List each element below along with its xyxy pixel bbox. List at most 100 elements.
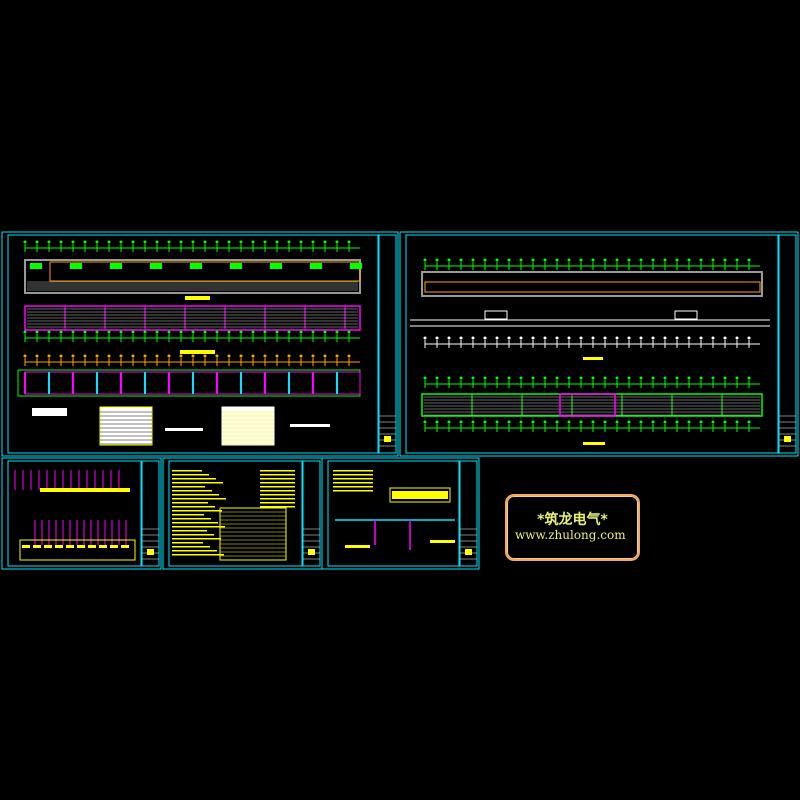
sheet1-room-fill [270,263,282,269]
sheet1-top-axis-bubble [215,240,219,244]
sheet1-axis-c-axis-bubble [299,354,303,358]
sheet1-axis-c-axis-bubble [251,354,255,358]
sheet2-dims-axis-bubble [711,336,715,340]
sheet4-text-line [172,542,203,544]
sheet2-axis-c-axis-bubble [639,420,643,424]
sheet2-dims-axis-bubble [663,336,667,340]
sheet1-top-axis-bubble [311,240,315,244]
sheet2-top-axis-bubble [531,258,535,262]
sheet2-title-block [778,234,797,454]
sheet2-dims-axis-bubble [435,336,439,340]
sheet1-axis-c-axis-bubble [191,354,195,358]
sheet1-axis-c-axis-bubble [107,354,111,358]
sheet1-axis-c-axis-bubble [35,354,39,358]
sheet5-title-block [459,460,478,567]
sheet2-axis-b-axis-bubble [615,376,619,380]
sheet2-dims-axis-bubble [423,336,427,340]
sheet3-cell [44,545,52,548]
sheet1-axis-c-axis-bubble [71,354,75,358]
sheet1-note-2 [165,428,203,431]
sheet4-text-line [172,506,215,508]
sheet1-mid-axis-bubble [215,330,219,334]
sheet1-top-axis-bubble [323,240,327,244]
sheet1-room-fill [150,263,162,269]
sheet2-dims-axis-bubble [507,336,511,340]
sheet1-mid-axis-bubble [23,330,27,334]
sheet1-table-a [99,406,153,446]
sheet2-top-axis-bubble [723,258,727,262]
sheet1-axis-c-axis-bubble [287,354,291,358]
sheet5-frame [327,460,460,567]
sheet2-frame [405,234,779,454]
sheet3-cell [33,545,41,548]
sheet5-label [345,545,370,548]
sheet1-axis-c-axis-bubble [23,354,27,358]
sheet2-axis-b-axis-bubble [555,376,559,380]
sheet2-top-axis-bubble [543,258,547,262]
sheet2-dims-axis-bubble [735,336,739,340]
sheet2-dims-axis-bubble [483,336,487,340]
sheet1-mid-axis-bubble [47,330,51,334]
sheet2-axis-b-axis-bubble [603,376,607,380]
sheet2-rooms [424,281,761,293]
sheet1-room-fill [110,263,122,269]
sheet1-top-axis-bubble [251,240,255,244]
sheet2-axis-c-axis-bubble [687,420,691,424]
sheet4-text-line [172,534,214,536]
sheet2-axis-b-axis-bubble [543,376,547,380]
sheet2-top-axis-bubble [603,258,607,262]
sheet2-axis-b-axis-bubble [579,376,583,380]
sheet4-text-line [172,530,207,532]
sheet1-mid-axis-bubble [239,330,243,334]
sheet3-cell [99,545,107,548]
sheet1-top-axis-bubble [131,240,135,244]
sheet1-top-axis-bubble [179,240,183,244]
sheet1-mid-axis-bubble [95,330,99,334]
sheet1-note [32,408,67,416]
sheet4-text-line [172,526,225,528]
sheet4-text-line [172,502,208,504]
sheet1-top-axis-bubble [71,240,75,244]
sheet1-axis-c-axis-bubble [311,354,315,358]
sheet2-top-axis-bubble [459,258,463,262]
sheet3-cell [110,545,118,548]
sheet1-mid-axis-bubble [83,330,87,334]
sheet2-top-axis-bubble [567,258,571,262]
sheet4-text-line [260,490,295,492]
sheet2-dims-axis-bubble [567,336,571,340]
sheet2-axis-c-axis-bubble [459,420,463,424]
sheet2-top-axis-bubble [651,258,655,262]
sheet2-axis-c-axis-bubble [519,420,523,424]
sheet4-text-line [172,470,202,472]
sheet2-axis-b-axis-bubble [435,376,439,380]
sheet1-top-axis-bubble [335,240,339,244]
sheet2-axis-c-axis-bubble [651,420,655,424]
sheet4-text-line [260,482,295,484]
sheet4-text-line [260,474,295,476]
sheet4-text-line [172,554,224,556]
sheet2-top-axis-bubble [579,258,583,262]
zhulong-watermark-logo: *筑龙电气* www.zhulong.com [505,494,640,561]
sheet2-axis-c-axis-bubble [591,420,595,424]
sheet1-axis-c-axis-bubble [263,354,267,358]
sheet4-text-line [260,478,295,480]
sheet1-top-axis-bubble [83,240,87,244]
sheet2-stair [559,393,616,417]
sheet2-axis-b-axis-bubble [471,376,475,380]
sheet2-plan-b-outline [421,393,763,417]
sheet2-axis-c-axis-bubble [471,420,475,424]
sheet4-text-line [172,494,219,496]
sheet1-top-axis-bubble [47,240,51,244]
sheet2-axis-b-axis-bubble [627,376,631,380]
sheet1-top-axis-bubble [191,240,195,244]
sheet3-bus [40,488,130,492]
sheet1-axis-c-axis-bubble [143,354,147,358]
sheet1-mid-axis-bubble [287,330,291,334]
watermark-url: www.zhulong.com [515,528,626,542]
sheet2-top-axis-bubble [735,258,739,262]
sheet1-top-axis-bubble [143,240,147,244]
sheet3-cell [88,545,96,548]
sheet2-plan-a [421,271,763,297]
sheet3-cell [77,545,85,548]
sheet5-border [321,457,480,570]
